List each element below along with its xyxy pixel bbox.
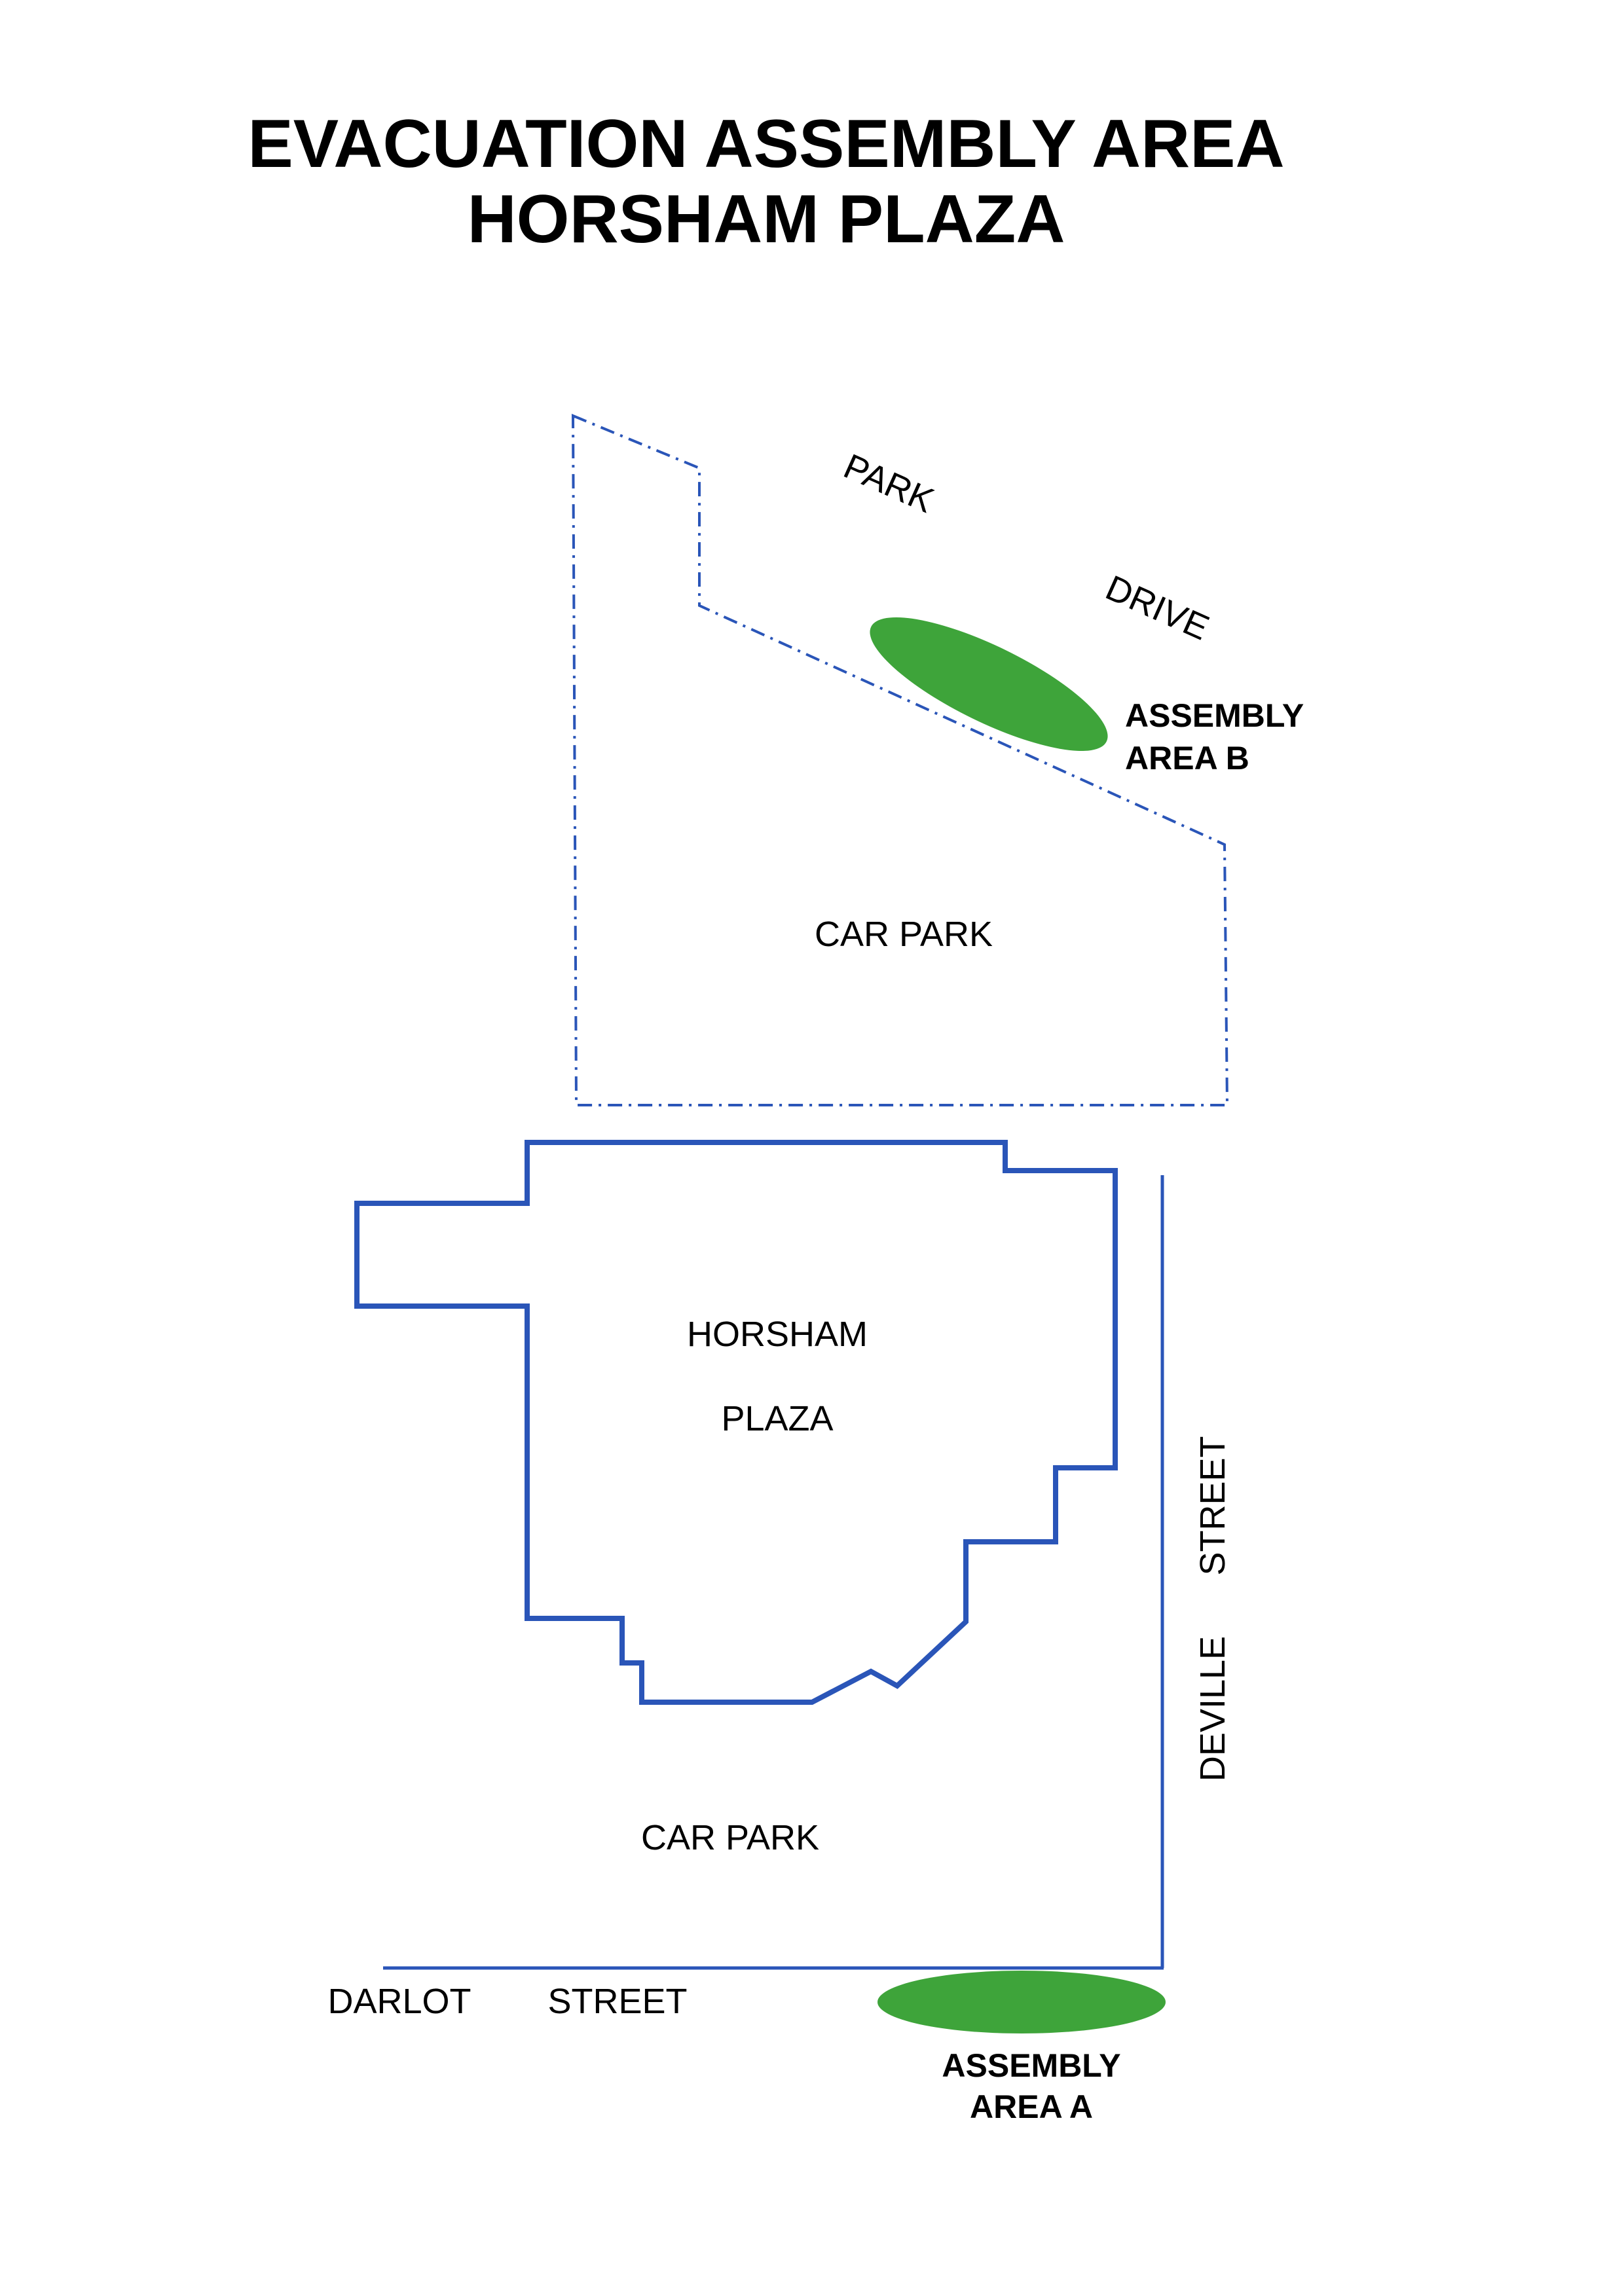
park-label: PARK: [838, 446, 940, 520]
plaza-label: PLAZA: [721, 1399, 833, 1438]
drive-label: DRIVE: [1100, 568, 1215, 648]
car-park-south-label: CAR PARK: [641, 1818, 819, 1857]
horsham-plaza-building: [354, 1140, 1118, 1705]
darlot-label: DARLOT: [327, 1982, 471, 2021]
north-car-park-boundary: [571, 414, 1229, 1106]
assembly-area-b: [870, 617, 1108, 752]
title-line-2: HORSHAM PLAZA: [468, 181, 1065, 257]
assembly-area-b-label-line-1: ASSEMBLY: [1125, 697, 1304, 734]
title-line-1: EVACUATION ASSEMBLY AREA: [248, 106, 1284, 182]
assembly-area-a: [877, 1971, 1166, 2033]
horsham-label: HORSHAM: [687, 1315, 868, 1354]
car-park-north-label: CAR PARK: [815, 915, 993, 954]
assembly-area-a-label-line-2: AREA A: [970, 2088, 1093, 2125]
assembly-area-b-label-line-2: AREA B: [1125, 740, 1249, 776]
deville-street-label-street: STREET: [1193, 1436, 1232, 1575]
assembly-area-a-label-line-1: ASSEMBLY: [942, 2047, 1120, 2084]
deville-street-label-deville: DEVILLE: [1193, 1636, 1232, 1781]
darlot-street-label: STREET: [547, 1982, 687, 2021]
